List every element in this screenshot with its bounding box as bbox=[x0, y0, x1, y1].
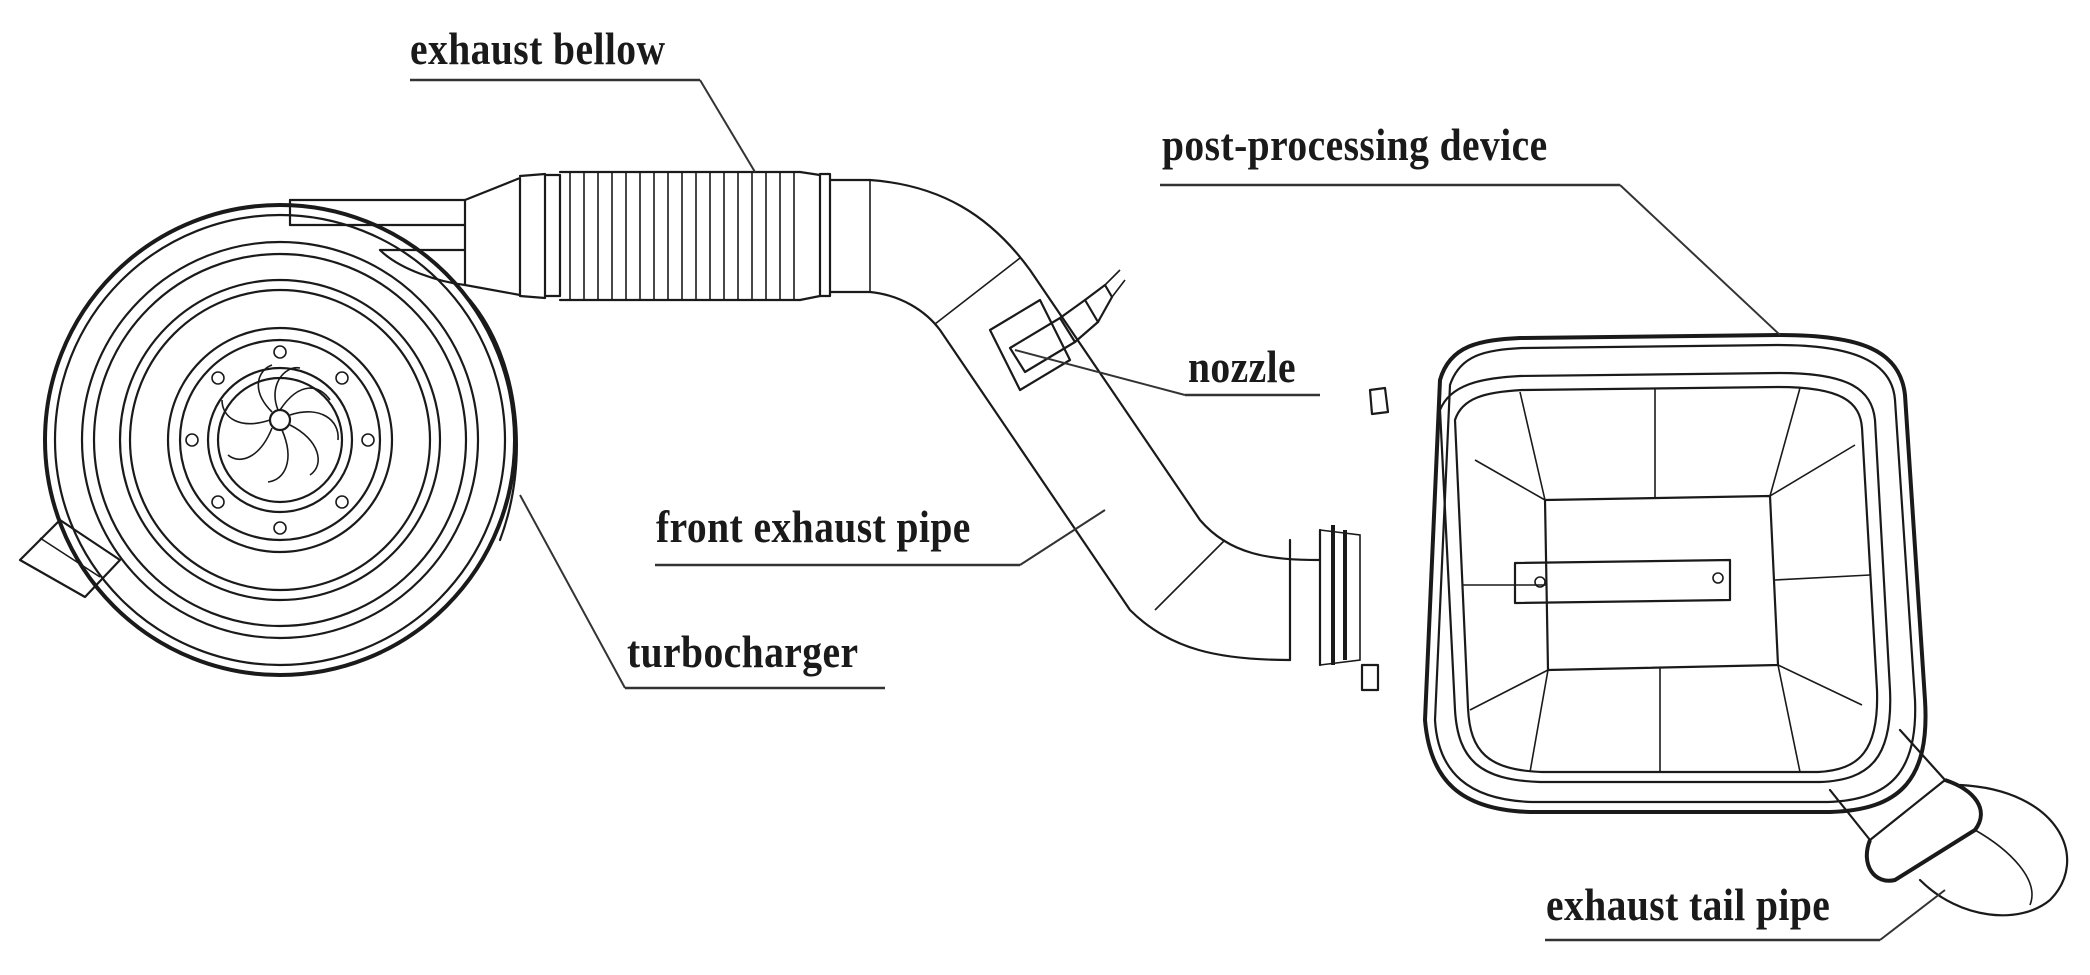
exhaust-bellow-leader bbox=[699, 79, 756, 173]
post-processing-device-label: post-processing device bbox=[1162, 119, 1548, 170]
turbocharger-leader bbox=[519, 494, 626, 689]
front-exhaust-pipe-label: front exhaust pipe bbox=[656, 501, 971, 552]
annotation-lines bbox=[410, 78, 1946, 942]
exhaust-tail-pipe-label: exhaust tail pipe bbox=[1546, 879, 1831, 930]
nozzle-drawing bbox=[988, 269, 1126, 392]
turbocharger-drawing bbox=[18, 198, 518, 677]
front-exhaust-pipe-drawing bbox=[828, 178, 1361, 667]
exhaust-tail-pipe-leader bbox=[1879, 889, 1946, 941]
front-exhaust-pipe-leader bbox=[1019, 509, 1106, 566]
exhaust-tail-pipe-drawing bbox=[1828, 728, 2069, 917]
post-processing-leader bbox=[1619, 184, 1781, 336]
exhaust-bellow-drawing bbox=[463, 170, 832, 302]
nozzle-leader bbox=[1014, 349, 1186, 396]
exhaust-bellow-label: exhaust bellow bbox=[410, 23, 666, 74]
post-processing-device-drawing bbox=[1360, 332, 1928, 814]
nozzle-label: nozzle bbox=[1188, 341, 1297, 392]
turbocharger-label: turbocharger bbox=[627, 626, 859, 677]
